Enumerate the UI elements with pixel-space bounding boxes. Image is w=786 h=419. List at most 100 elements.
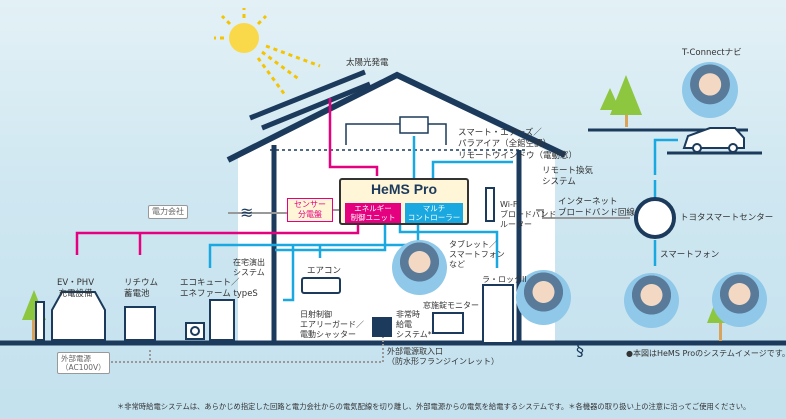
solar-label: 太陽光発電 <box>346 58 389 68</box>
icon-part <box>283 245 295 302</box>
icon-part <box>328 98 379 176</box>
label-line: 給電 <box>396 320 412 329</box>
icon-part <box>610 75 642 115</box>
label-line: タブレット／ <box>449 240 497 249</box>
connector-line <box>95 330 384 363</box>
label-line: エコキュート／ <box>180 278 240 288</box>
label-line: システム <box>542 177 576 187</box>
toyota-center-icon <box>634 197 676 239</box>
ev-car-icon <box>35 291 106 341</box>
icon-part <box>692 143 702 153</box>
hems-title: HeMS Pro <box>370 181 438 197</box>
label-line: エアリーガード／ <box>300 320 364 329</box>
remote-window-label: リモートウインドウ（電動窓） <box>458 151 578 161</box>
icon-part <box>432 312 464 334</box>
label-line: 在宅演出 <box>233 258 265 267</box>
label-line: 日射制御 <box>300 310 332 319</box>
icon-part <box>220 14 232 26</box>
icon-part <box>256 57 287 96</box>
aircon-label: エアコン <box>307 266 342 276</box>
power-outlet-icon <box>372 317 392 337</box>
label-line: マルチ <box>422 204 446 213</box>
icon-part <box>398 225 499 268</box>
label-line: エネルギー <box>354 204 392 213</box>
car-icon <box>682 127 745 153</box>
aircon-icon <box>301 277 341 294</box>
icon-part <box>256 14 268 26</box>
battery-icon <box>124 306 156 341</box>
label-line: スマート・エアーズ／ <box>458 128 542 138</box>
label-line: 制御ユニット <box>350 213 396 222</box>
label-line: リモート換気 <box>542 166 594 176</box>
label-line: インターネット <box>558 197 618 207</box>
icon-part <box>653 138 678 175</box>
window-monitor-label: 窓施錠モニター <box>423 301 479 310</box>
label-line: ブロードバンド <box>500 210 557 219</box>
label-line: 非常時 <box>396 310 420 319</box>
label-line: （防水形フランジインレット） <box>387 357 499 366</box>
icon-part <box>190 326 200 336</box>
remote-vent-label: リモート換気システム <box>542 166 593 188</box>
tablet-label: タブレット／スマートフォンなど <box>449 240 505 270</box>
icon-part <box>124 306 156 341</box>
icon-part <box>719 323 722 341</box>
label-line: コントローラー <box>407 213 461 222</box>
connector-line <box>261 81 371 131</box>
icon-part <box>35 301 45 341</box>
footnote: ＊非常時給電システムは、あらかじめ指定した回路と電力会社からの電気配線を切り離し… <box>117 402 751 411</box>
home-presence-label: 在宅演出システム <box>233 258 265 278</box>
smart-airs-label: スマート・エアーズ／パラアイア（全館空調） <box>458 128 551 150</box>
label-line: エネファーム typeS <box>180 289 258 299</box>
icon-part <box>431 160 513 178</box>
label-line: リチウム <box>124 278 159 288</box>
external-inlet-label: 外部電源取入口（防水形フランジインレット） <box>387 347 499 367</box>
label-line: Wi-Fi <box>500 200 520 209</box>
label-line: ルーター <box>500 220 532 229</box>
lithium-battery-label: リチウム蓄電池 <box>124 278 158 300</box>
icon-part <box>208 225 420 268</box>
family-tablet-photo <box>392 240 447 295</box>
label-line: 蓄電池 <box>124 289 150 299</box>
smartphone-label: スマートフォン <box>660 250 720 260</box>
solar-panel <box>249 69 366 121</box>
la-lock-label: ラ・ロックII <box>482 275 527 284</box>
icon-part <box>214 8 321 96</box>
icon-part <box>32 320 35 340</box>
house-roof <box>226 71 567 163</box>
t-connect-label: T-Connectナビ <box>682 48 742 58</box>
child-door-photo <box>516 270 571 325</box>
label-line: 電動シャッター <box>300 330 356 339</box>
label-line: ブロードバンド回線 <box>558 208 635 218</box>
door-icon <box>482 284 514 344</box>
break-icon: § <box>576 340 584 359</box>
icon-part <box>301 277 341 294</box>
router-icon <box>485 187 495 222</box>
power-company-label: 電力会社 <box>148 205 188 219</box>
label-line: （AC100V） <box>61 363 106 372</box>
sun-icon <box>214 8 321 96</box>
connector-line <box>208 136 678 302</box>
label-line: EV・PHV <box>57 278 95 288</box>
label-line: 外部電源 <box>61 354 91 363</box>
icon-part <box>485 187 495 222</box>
sensor-distribution-panel: センサー分電盤 <box>287 198 333 222</box>
connector-line <box>345 123 400 145</box>
ecocute-label: エコキュート／エネファーム typeS <box>180 278 258 300</box>
toyota-center-label: トヨタスマートセンター <box>680 213 774 223</box>
external-power-label: 外部電源（AC100V） <box>57 352 110 374</box>
label-line: など <box>449 260 465 269</box>
label-line: システム* <box>396 330 432 339</box>
icon-part <box>209 299 235 341</box>
label-line: スマートフォン <box>449 250 505 259</box>
tree-icon <box>600 75 642 127</box>
connector-line <box>399 116 429 134</box>
icon-part <box>75 225 360 255</box>
connector-line <box>75 98 379 255</box>
label-line: パラアイア（全館空調） <box>458 139 552 149</box>
icon-part <box>275 225 387 252</box>
label-line: システム <box>233 268 265 277</box>
break-icon: ≋ <box>240 203 253 222</box>
ecocute-icon <box>185 299 235 341</box>
